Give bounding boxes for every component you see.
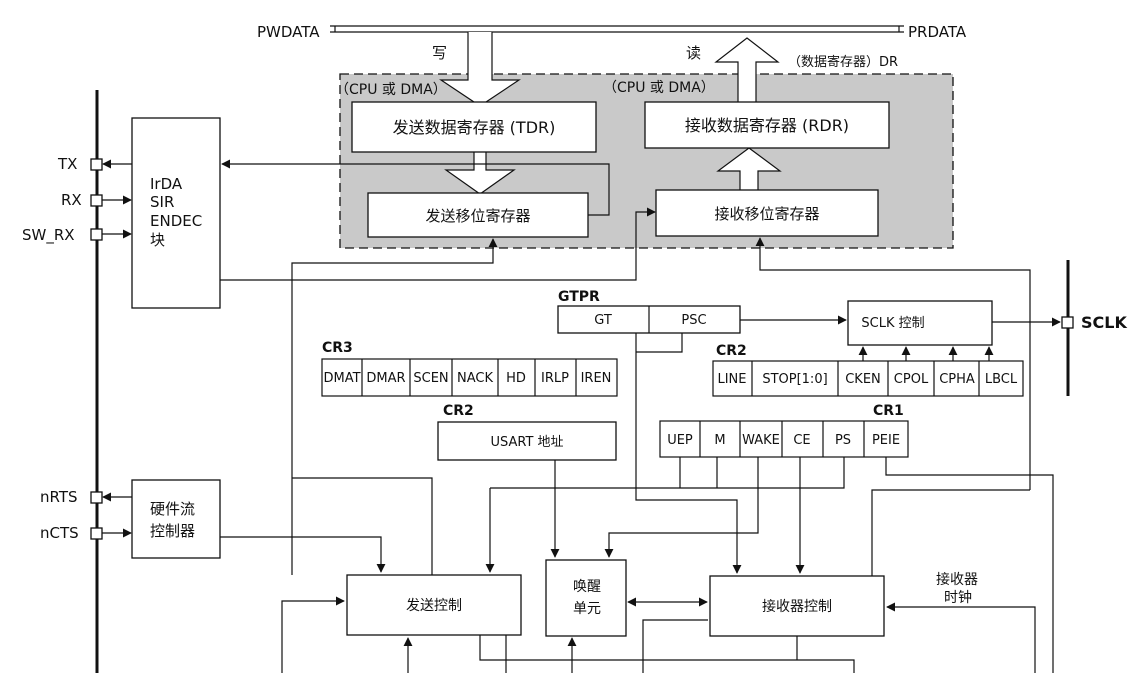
cr3-bit-iren: IREN	[581, 371, 612, 386]
rx-clock-line2: 时钟	[944, 589, 972, 606]
cr2-register	[712, 360, 1024, 397]
tx-shift-label: 发送移位寄存器	[425, 207, 530, 225]
tx-shift-box	[367, 192, 589, 238]
tdr-label: 发送数据寄存器 (TDR)	[393, 118, 556, 137]
cr2-bit-lbcl: LBCL	[985, 372, 1018, 387]
cr2-addr-title: CR2	[443, 403, 474, 419]
cr2-bit-cpol: CPOL	[894, 372, 929, 387]
rx-shift-box	[655, 189, 879, 237]
wiring	[220, 159, 1054, 673]
gtpr-title: GTPR	[558, 289, 600, 305]
rx-ctrl-label: 接收器控制	[762, 598, 832, 615]
irda-line1: IrDA	[150, 175, 183, 193]
wake-line1: 唤醒	[573, 578, 601, 595]
cr1-title: CR1	[873, 403, 904, 419]
pin-sclk-label: SCLK	[1081, 313, 1127, 332]
prdata-label: PRDATA	[908, 23, 967, 41]
rdr-label: 接收数据寄存器 (RDR)	[685, 116, 849, 135]
cr3-register	[321, 358, 618, 397]
gtpr-gt: GT	[594, 313, 612, 328]
cr1-bit-peie: PEIE	[872, 433, 900, 448]
tdr-box	[351, 101, 597, 153]
pin-arrows	[102, 159, 1061, 538]
cr2-bit-stop: STOP[1:0]	[762, 372, 827, 387]
dr-label: （数据寄存器）DR	[788, 54, 898, 70]
cr2-bit-line: LINE	[717, 372, 746, 387]
wake-unit-box	[545, 559, 627, 637]
cr1-bit-ps: PS	[835, 433, 851, 448]
rx-shift-label: 接收移位寄存器	[714, 205, 819, 223]
cr1-bit-ce: CE	[793, 433, 810, 448]
cr2-title: CR2	[716, 343, 747, 359]
gtpr-psc: PSC	[681, 313, 706, 328]
pin-sw-rx-label: SW_RX	[22, 226, 75, 245]
cr3-bit-irlp: IRLP	[541, 371, 569, 386]
pin-ncts-label: nCTS	[40, 524, 79, 542]
irda-line3: ENDEC	[150, 212, 202, 230]
tx-ctrl-box	[346, 574, 522, 636]
pin-rx-label: RX	[61, 191, 82, 209]
cr1-bit-m: M	[714, 433, 725, 448]
cr3-bit-dmat: DMAT	[323, 371, 360, 386]
read-label: 读	[686, 44, 701, 62]
cr3-bit-hd: HD	[506, 371, 526, 386]
hwflow-line2: 控制器	[150, 522, 195, 540]
cr1-bit-uep: UEP	[667, 433, 693, 448]
cr3-title: CR3	[322, 340, 353, 356]
usart-address-label: USART 地址	[490, 435, 563, 450]
rx-clock-line1: 接收器	[936, 571, 978, 588]
cr3-bit-dmar: DMAR	[366, 371, 405, 386]
data-buses	[330, 25, 904, 33]
pin-tx-label: TX	[57, 155, 77, 173]
wake-line2: 单元	[573, 601, 601, 617]
cr1-register	[659, 420, 909, 458]
tx-ctrl-label: 发送控制	[406, 598, 462, 614]
hwflow-box	[131, 479, 221, 559]
read-arrow	[714, 37, 780, 104]
hwflow-line1: 硬件流	[150, 500, 195, 518]
dma-label-left: （CPU 或 DMA）	[335, 82, 447, 98]
irda-line4: 块	[150, 231, 165, 249]
sclk-ctrl-label: SCLK 控制	[861, 316, 924, 331]
irda-line2: SIR	[150, 193, 174, 211]
pin-nrts-label: nRTS	[40, 488, 78, 506]
cr1-bit-wake: WAKE	[742, 433, 780, 448]
write-label: 写	[432, 44, 447, 62]
rx-ctrl-box	[709, 575, 885, 637]
cr2-bit-cpha: CPHA	[939, 372, 975, 387]
dma-label-right: （CPU 或 DMA）	[603, 80, 715, 96]
sclk-ctrl-box	[847, 300, 993, 346]
rdr-box	[644, 101, 890, 149]
irda-box	[131, 117, 221, 309]
pwdata-label: PWDATA	[257, 23, 320, 41]
usart-address-box	[437, 421, 617, 461]
cr3-bit-nack: NACK	[457, 371, 493, 386]
cr3-bit-scen: SCEN	[413, 371, 448, 386]
cr2-bit-cken: CKEN	[845, 372, 881, 387]
